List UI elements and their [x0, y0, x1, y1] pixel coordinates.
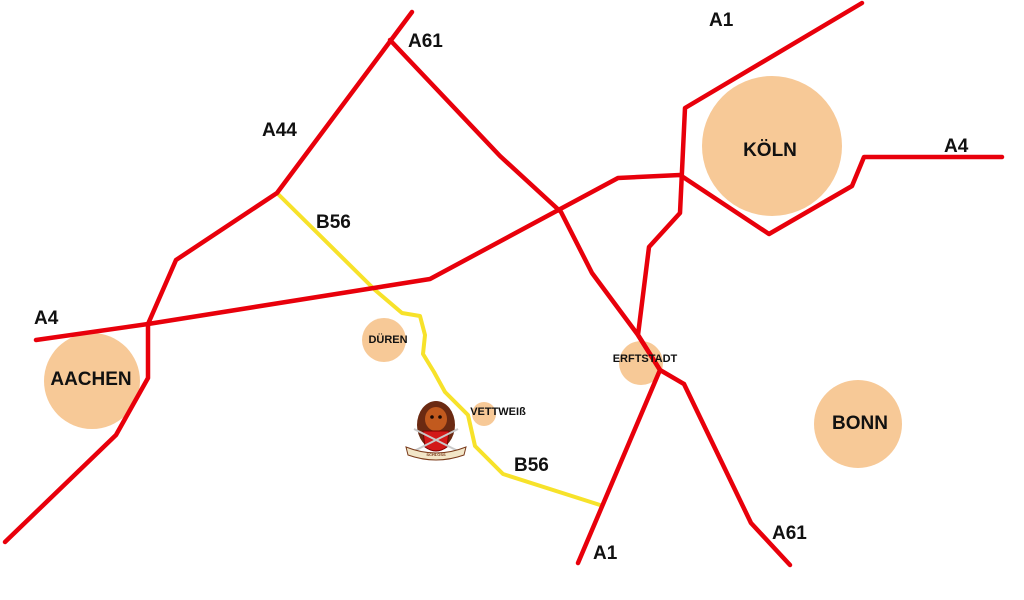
city-circle-erftstadt — [619, 341, 663, 385]
road-label-a61-north: A61 — [408, 31, 443, 52]
city-circle-vettweiss — [472, 402, 496, 426]
road-label-a1-south: A1 — [593, 543, 618, 564]
road-label-a1-north: A1 — [709, 10, 734, 31]
city-label-erftstadt: ERFTSTADT — [613, 353, 678, 365]
city-label-koeln: KÖLN — [743, 140, 797, 161]
lion-crest-icon: SCHLOSS — [405, 401, 467, 461]
road-label-b56-south: B56 — [514, 455, 549, 476]
road-b56 — [275, 191, 602, 507]
city-circle-dueren — [362, 318, 406, 362]
city-label-dueren: DÜREN — [368, 333, 407, 346]
road-a44 — [2, 9, 415, 545]
road-label-a44: A44 — [262, 120, 297, 141]
city-circle-koeln — [702, 76, 842, 216]
city-label-aachen: AACHEN — [50, 369, 131, 390]
road-a1 — [575, 0, 865, 566]
city-circle-aachen — [44, 333, 140, 429]
road-label-a61-south: A61 — [772, 523, 807, 544]
road-label-a4-east: A4 — [944, 136, 969, 157]
logo-banner-text: SCHLOSS — [426, 452, 446, 457]
road-label-b56-north: B56 — [316, 212, 351, 233]
city-label-vettweiss: VETTWEIß — [470, 406, 526, 418]
city-label-bonn: BONN — [832, 413, 888, 434]
city-circle-bonn — [814, 380, 902, 468]
road-label-a4-west: A4 — [34, 308, 59, 329]
